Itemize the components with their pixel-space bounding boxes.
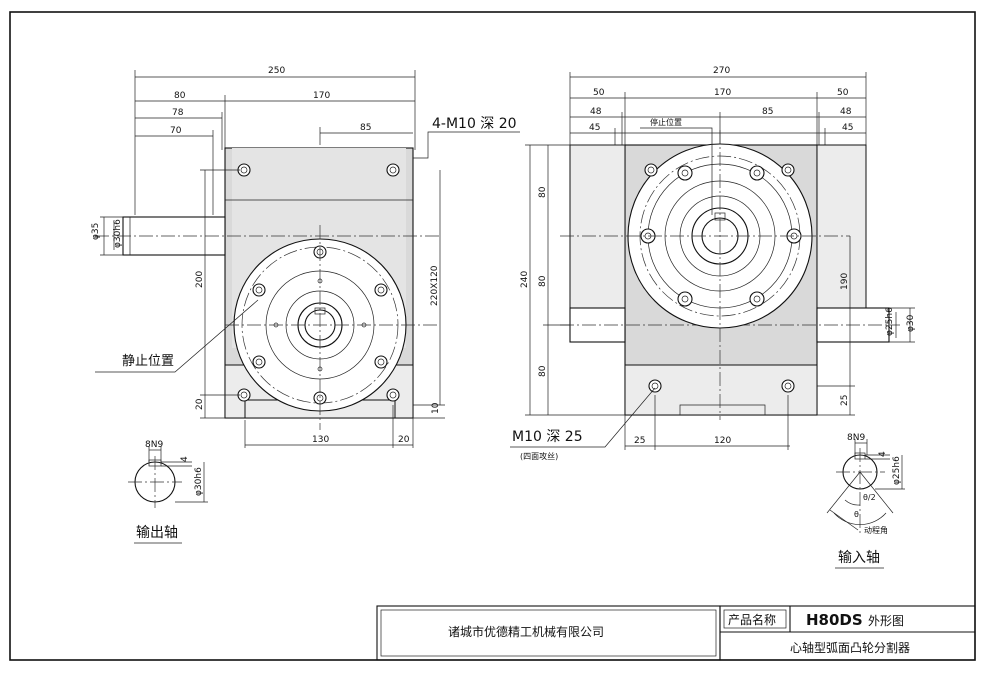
right-dim-45-left: 45	[589, 123, 600, 133]
output-shaft-label: 输出轴	[136, 525, 178, 541]
left-dim-220x120: 220X120	[430, 265, 440, 306]
title-block-model: H80DS	[806, 611, 863, 629]
left-dim-170: 170	[313, 91, 330, 101]
right-dim-bottom-25: 25	[634, 436, 645, 446]
left-dim-78: 78	[172, 108, 184, 118]
right-dim-170: 170	[714, 88, 731, 98]
right-dim-190: 190	[840, 273, 850, 290]
output-shaft-dim-4: 4	[180, 456, 190, 462]
output-shaft-dim-phi30h6: φ30h6	[194, 467, 204, 496]
input-shaft-angle-label: 动程角	[864, 525, 888, 535]
right-dim-48-left: 48	[590, 107, 602, 117]
left-dim-bottom-20: 20	[398, 435, 410, 445]
right-callout-stop-position: 停止位置	[650, 117, 682, 127]
title-block-drawing-type: 外形图	[868, 614, 904, 628]
left-dim-base-20: 20	[195, 398, 205, 410]
left-dim-200: 200	[195, 271, 205, 288]
right-dim-270: 270	[713, 66, 730, 76]
right-dim-50-left: 50	[593, 88, 605, 98]
input-shaft-detail: 8N9 4 φ25h6 θ/2 θ 动程角 输入轴	[826, 433, 905, 569]
right-callout-m10-note: (四面攻丝)	[520, 451, 558, 461]
title-block-product-label: 产品名称	[728, 612, 776, 627]
title-block: 诸城市优德精工机械有限公司 产品名称 H80DS 外形图 心轴型弧面凸轮分割器	[376, 605, 976, 661]
left-dim-70: 70	[170, 126, 182, 136]
output-shaft-detail: 8N9 4 φ30h6 输出轴	[128, 440, 208, 544]
right-view: 270 50 170 50 48 85 48 45 45 φ25h6	[510, 66, 916, 461]
right-dim-85: 85	[762, 107, 773, 117]
right-dim-80-top: 80	[538, 186, 548, 198]
title-block-description: 心轴型弧面凸轮分割器	[790, 640, 910, 655]
title-block-company: 诸城市优德精工机械有限公司	[448, 624, 604, 639]
right-dim-80-bottom: 80	[538, 365, 548, 377]
right-dim-phi30: φ30	[906, 314, 916, 332]
left-dim-130: 130	[312, 435, 329, 445]
input-shaft-angle-full: θ	[854, 510, 859, 519]
left-callout-4-m10: 4-M10 深 20	[432, 116, 517, 132]
left-callout-rest-position: 静止位置	[122, 354, 174, 369]
right-callout-m10: M10 深 25	[512, 429, 583, 445]
input-shaft-dim-phi25h6: φ25h6	[892, 456, 902, 485]
output-shaft-dim-8n9: 8N9	[145, 440, 163, 450]
right-dim-phi25h6: φ25h6	[885, 307, 895, 336]
left-dim-phi30h6: φ30h6	[113, 219, 123, 248]
right-dim-50-right: 50	[837, 88, 849, 98]
left-dim-80: 80	[174, 91, 186, 101]
input-shaft-label: 输入轴	[838, 550, 880, 566]
left-dim-phi35: φ35	[91, 223, 101, 240]
right-dim-80-mid: 80	[538, 275, 548, 287]
right-dim-240: 240	[520, 271, 530, 288]
left-view: 250 80 170 78 70 85 φ35 φ30h6	[91, 66, 520, 448]
right-dim-48-right: 48	[840, 107, 852, 117]
right-dim-bottom-120: 120	[714, 436, 731, 446]
left-dim-85: 85	[360, 123, 371, 133]
right-dim-45-right: 45	[842, 123, 853, 133]
right-dim-base-25: 25	[840, 395, 850, 406]
left-dim-10: 10	[431, 402, 441, 414]
input-shaft-angle-half: θ/2	[863, 493, 876, 502]
input-shaft-dim-8n9: 8N9	[847, 433, 865, 443]
left-dim-250: 250	[268, 66, 285, 76]
input-shaft-dim-4: 4	[878, 451, 888, 457]
